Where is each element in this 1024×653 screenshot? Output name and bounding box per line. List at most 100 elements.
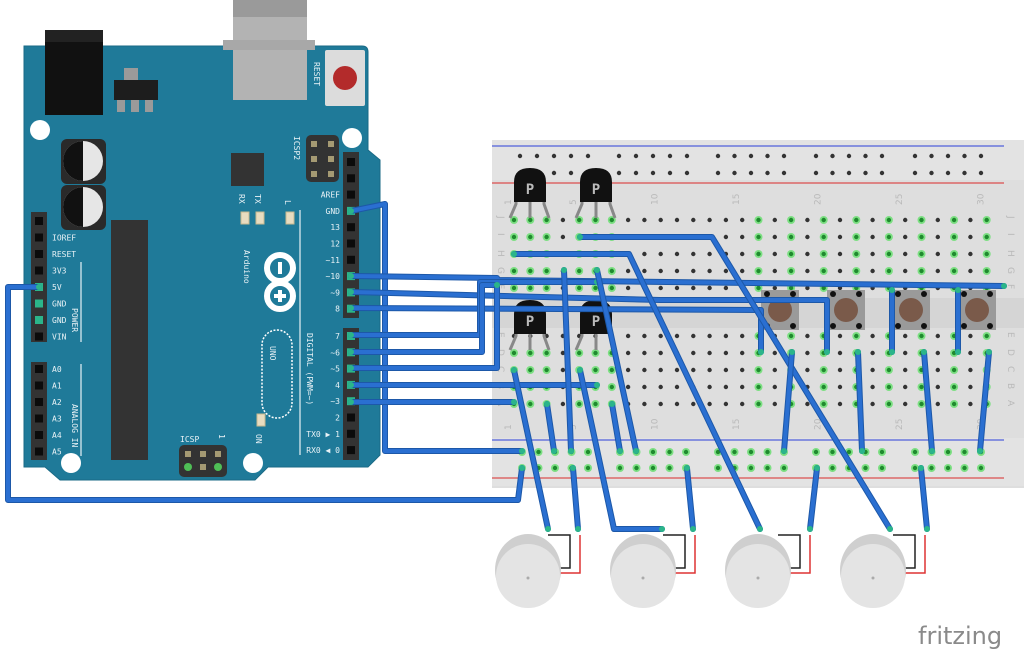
breadboard-hole[interactable] (560, 217, 566, 223)
wire-endpoint[interactable] (494, 282, 500, 288)
breadboard-hole[interactable] (707, 268, 712, 274)
breadboard-hole[interactable] (945, 170, 951, 176)
digital-pin[interactable] (347, 413, 355, 422)
breadboard-hole[interactable] (945, 465, 951, 471)
breadboard-hole[interactable] (879, 449, 885, 455)
digital-pin[interactable] (347, 255, 355, 264)
jumper-wire[interactable] (578, 235, 892, 531)
breadboard-hole[interactable] (609, 285, 614, 291)
breadboard-hole[interactable] (715, 465, 721, 471)
jumper-wire[interactable] (512, 252, 762, 531)
piezo-buzzer[interactable] (840, 534, 926, 608)
breadboard-hole[interactable] (929, 465, 934, 471)
breadboard-hole[interactable] (650, 170, 656, 176)
breadboard-hole[interactable] (674, 217, 680, 223)
breadboard-hole[interactable] (919, 333, 924, 339)
breadboard-hole[interactable] (740, 367, 745, 373)
wire-endpoint[interactable] (348, 382, 354, 388)
breadboard-hole[interactable] (658, 333, 663, 339)
breadboard-hole[interactable] (625, 367, 631, 373)
breadboard-hole[interactable] (723, 234, 729, 240)
breadboard-hole[interactable] (765, 170, 770, 176)
breadboard-hole[interactable] (968, 350, 973, 356)
breadboard-hole[interactable] (951, 268, 957, 274)
analog-pin[interactable] (35, 431, 43, 439)
breadboard-hole[interactable] (935, 333, 940, 339)
wire-endpoint[interactable] (918, 465, 924, 471)
breadboard-hole[interactable] (658, 350, 663, 356)
breadboard-hole[interactable] (691, 217, 696, 223)
breadboard-hole[interactable] (968, 234, 973, 240)
breadboard-hole[interactable] (585, 153, 591, 159)
breadboard-hole[interactable] (886, 401, 892, 407)
breadboard-hole[interactable] (854, 251, 859, 257)
breadboard-hole[interactable] (805, 251, 810, 257)
breadboard-hole[interactable] (544, 268, 549, 274)
wire-endpoint[interactable] (348, 305, 354, 311)
jumper-wire[interactable] (578, 368, 664, 531)
breadboard-hole[interactable] (593, 401, 598, 407)
breadboard-hole[interactable] (593, 367, 598, 373)
wire-endpoint[interactable] (348, 208, 354, 214)
breadboard-hole[interactable] (691, 350, 696, 356)
breadboard-hole[interactable] (962, 153, 967, 159)
wire-endpoint[interactable] (633, 448, 639, 454)
wire-endpoint[interactable] (348, 332, 354, 338)
breadboard-hole[interactable] (691, 367, 696, 373)
breadboard-hole[interactable] (511, 217, 517, 223)
breadboard-hole[interactable] (984, 217, 989, 223)
breadboard-hole[interactable] (772, 217, 777, 223)
breadboard-hole[interactable] (650, 153, 656, 159)
breadboard-hole[interactable] (765, 465, 770, 471)
breadboard-hole[interactable] (625, 217, 631, 223)
breadboard-hole[interactable] (821, 285, 826, 291)
wire-endpoint[interactable] (758, 349, 764, 355)
breadboard-hole[interactable] (577, 401, 582, 407)
breadboard-hole[interactable] (903, 401, 908, 407)
breadboard-hole[interactable] (886, 367, 892, 373)
breadboard-hole[interactable] (756, 401, 761, 407)
breadboard-hole[interactable] (837, 350, 843, 356)
breadboard-hole[interactable] (528, 234, 533, 240)
breadboard-hole[interactable] (609, 217, 614, 223)
breadboard-hole[interactable] (945, 153, 951, 159)
breadboard-hole[interactable] (691, 401, 696, 407)
wire-endpoint[interactable] (757, 526, 763, 532)
breadboard-hole[interactable] (560, 234, 566, 240)
breadboard-hole[interactable] (511, 268, 517, 274)
jumper-wire[interactable] (349, 290, 829, 354)
breadboard-hole[interactable] (984, 333, 989, 339)
wire-endpoint[interactable] (781, 448, 787, 454)
breadboard-hole[interactable] (756, 367, 761, 373)
breadboard-hole[interactable] (552, 465, 558, 471)
breadboard-hole[interactable] (805, 268, 810, 274)
wire-endpoint[interactable] (889, 287, 895, 293)
breadboard-hole[interactable] (707, 217, 712, 223)
breadboard-hole[interactable] (870, 350, 875, 356)
breadboard-hole[interactable] (919, 401, 924, 407)
breadboard-hole[interactable] (715, 449, 721, 455)
breadboard-hole[interactable] (837, 234, 843, 240)
breadboard-hole[interactable] (616, 170, 622, 176)
breadboard-hole[interactable] (978, 153, 984, 159)
breadboard-hole[interactable] (846, 449, 852, 455)
breadboard-hole[interactable] (984, 234, 989, 240)
breadboard-hole[interactable] (715, 153, 721, 159)
jumper-wire[interactable] (978, 350, 991, 453)
breadboard-hole[interactable] (684, 153, 690, 159)
breadboard-hole[interactable] (568, 170, 574, 176)
breadboard-hole[interactable] (732, 170, 737, 176)
breadboard-hole[interactable] (813, 153, 819, 159)
breadboard-hole[interactable] (984, 268, 989, 274)
breadboard-hole[interactable] (837, 367, 843, 373)
wire-endpoint[interactable] (511, 399, 517, 405)
breadboard-hole[interactable] (863, 153, 868, 159)
breadboard-hole[interactable] (625, 384, 631, 390)
breadboard-hole[interactable] (511, 285, 517, 291)
jumper-wire[interactable] (571, 466, 580, 531)
breadboard-hole[interactable] (658, 401, 663, 407)
breadboard-hole[interactable] (658, 268, 663, 274)
breadboard-hole[interactable] (642, 384, 647, 390)
breadboard-hole[interactable] (929, 170, 934, 176)
breadboard-hole[interactable] (740, 401, 745, 407)
